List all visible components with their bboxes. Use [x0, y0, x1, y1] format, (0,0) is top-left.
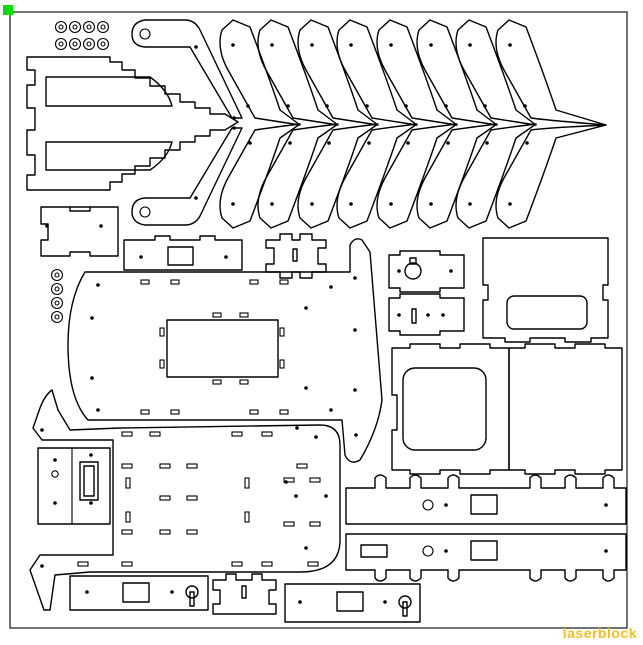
washer-grid-top: [54, 20, 110, 51]
rail-panel-upper: [345, 474, 627, 525]
rail-panel-lower: [345, 533, 627, 582]
rib-fan-upper: [219, 19, 607, 126]
chassis-plate: [67, 238, 383, 463]
rib-fan-lower: [219, 123, 607, 229]
link-arm-bottom: [131, 127, 243, 226]
washer-column-left: [50, 268, 64, 324]
motor-mount-panel-a: [388, 250, 465, 293]
bottom-panel-left: [69, 575, 209, 611]
servo-holder-panel: [37, 447, 111, 525]
small-tab-panel-left: [40, 206, 119, 257]
link-arm-top: [131, 19, 243, 119]
sheet-border: [9, 11, 628, 629]
window-panel-top: [123, 235, 243, 271]
bottom-panel-right: [284, 583, 421, 623]
arrow-bracket-panel: [26, 56, 239, 191]
watermark-logo: laserblock: [562, 625, 637, 641]
battery-box-panel-left: [391, 343, 510, 475]
clip-part-bottom: [212, 573, 277, 615]
origin-marker: [3, 5, 13, 15]
battery-box-panel-right: [508, 343, 623, 475]
motor-mount-panel-b: [388, 293, 465, 336]
lower-base-plate: [29, 389, 341, 611]
box-panel-top-right: [482, 237, 609, 343]
